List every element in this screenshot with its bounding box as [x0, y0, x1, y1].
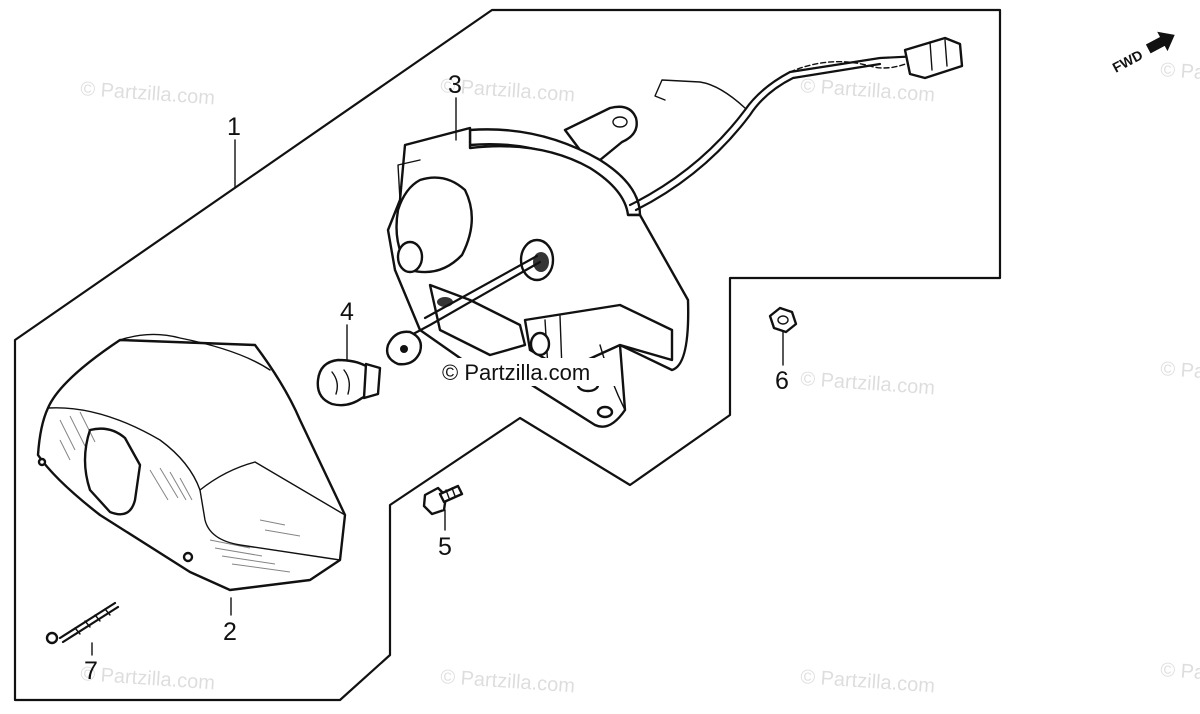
- callout-6: 6: [775, 367, 789, 395]
- callout-1: 1: [227, 113, 241, 141]
- assembly-outline: [13, 8, 1002, 702]
- taillight-lens-part-2: [36, 333, 347, 592]
- callout-7: 7: [84, 657, 98, 685]
- fwd-label: FWD: [1110, 47, 1146, 76]
- watermark: © Partzilla.com: [1160, 59, 1200, 90]
- callout-5: 5: [438, 533, 452, 561]
- callout-2: 2: [223, 618, 237, 646]
- callout-labels: 1 2 3 4 5 6 7: [84, 71, 789, 685]
- bulb-part-4: [316, 358, 382, 407]
- taillight-base-part-3: [386, 105, 690, 428]
- screw-head-icon: [45, 631, 59, 645]
- center-watermark: © Partzilla.com: [442, 360, 590, 385]
- watermark: © Partzilla.com: [1160, 358, 1200, 389]
- watermark: © Partzilla.com: [800, 368, 936, 399]
- watermark: © Partzilla.com: [800, 75, 936, 106]
- callout-4: 4: [340, 298, 354, 326]
- nut-part-6: [768, 306, 798, 334]
- wire-connector-icon: [903, 36, 964, 80]
- watermark: © Partzilla.com: [80, 78, 216, 109]
- bolt-part-5: [422, 484, 464, 516]
- wiring-harness: [385, 36, 964, 366]
- lens-screw-part-7: [45, 601, 120, 645]
- watermark: © Partzilla.com: [80, 663, 216, 694]
- watermark: © Partzilla.com: [800, 666, 936, 697]
- callout-3: 3: [448, 71, 462, 99]
- watermark: © Partzilla.com: [1160, 659, 1200, 690]
- center-watermark-bg: [440, 358, 618, 386]
- fwd-arrow-icon: [1145, 31, 1175, 54]
- watermark: © Partzilla.com: [440, 666, 576, 697]
- leader-lines: [91, 97, 784, 656]
